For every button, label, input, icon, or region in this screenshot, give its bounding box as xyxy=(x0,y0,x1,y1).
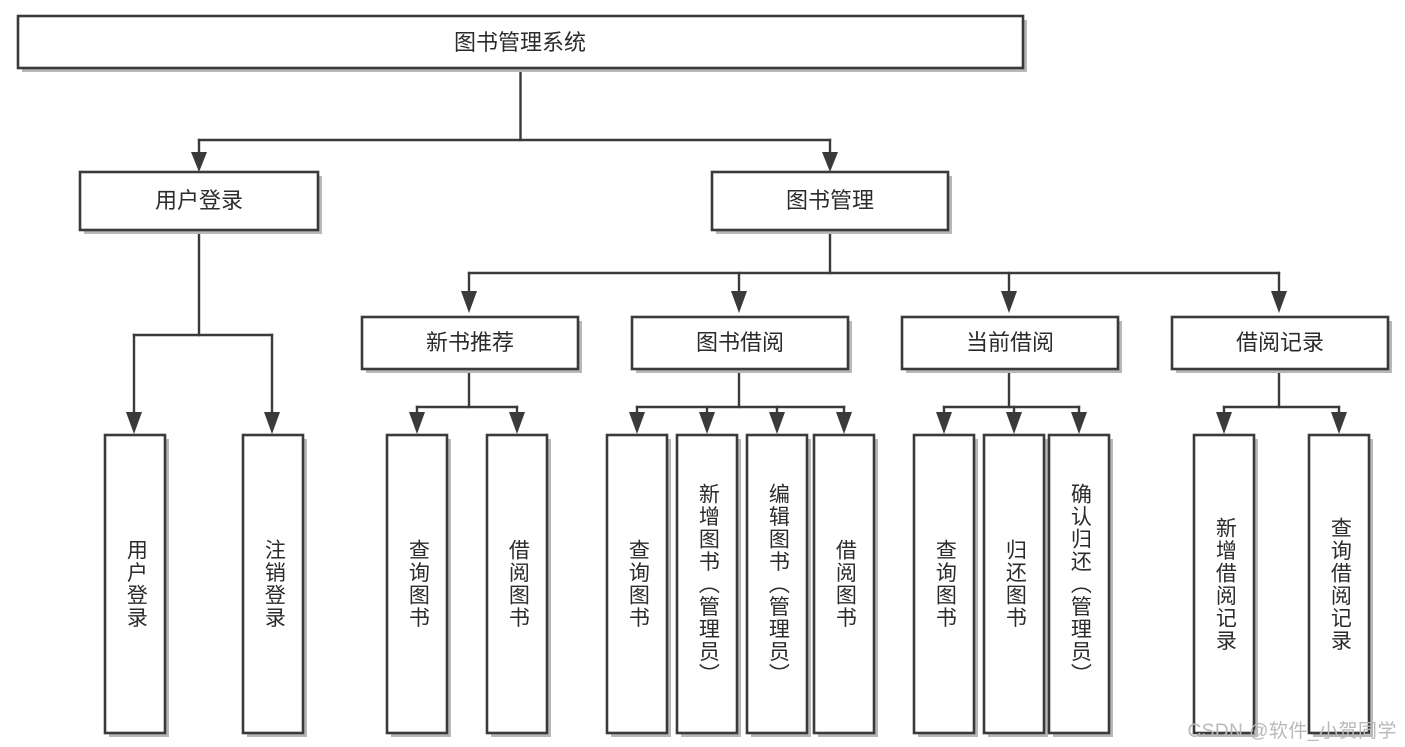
node-user-login-label: 用户登录 xyxy=(155,188,243,213)
connector-group-borrow-record xyxy=(1216,371,1347,434)
connector-group-book-manage xyxy=(461,230,1287,313)
leaf-node[interactable] xyxy=(1047,433,1113,737)
connector-group-current-borrow xyxy=(936,371,1087,434)
node-current-borrow[interactable]: 当前借阅 xyxy=(900,315,1122,373)
leaf-node[interactable] xyxy=(1192,433,1258,737)
leaf-node[interactable] xyxy=(605,433,671,737)
node-book-manage-label: 图书管理 xyxy=(786,188,874,213)
node-book-borrow-label: 图书借阅 xyxy=(696,330,784,355)
node-current-borrow-label: 当前借阅 xyxy=(966,330,1054,355)
node-borrow-record[interactable]: 借阅记录 xyxy=(1170,315,1392,373)
leaf-node[interactable] xyxy=(385,433,451,737)
leaf-node[interactable] xyxy=(675,433,741,737)
node-borrow-record-label: 借阅记录 xyxy=(1236,330,1324,355)
leaf-node[interactable] xyxy=(745,433,811,737)
leaf-node[interactable] xyxy=(1307,433,1373,737)
watermark-text: CSDN @软件_小贺同学 xyxy=(1187,721,1397,742)
leaf-rects xyxy=(103,433,1373,737)
connector-group-user-login xyxy=(126,230,280,434)
node-user-login[interactable]: 用户登录 xyxy=(78,170,322,234)
connector-group-new-book xyxy=(409,371,525,434)
leaf-node[interactable] xyxy=(982,433,1048,737)
node-book-borrow[interactable]: 图书借阅 xyxy=(630,315,852,373)
leaf-node[interactable] xyxy=(912,433,978,737)
leaf-node[interactable] xyxy=(241,433,307,737)
node-root[interactable]: 图书管理系统 xyxy=(16,14,1027,72)
connector-group-root xyxy=(191,68,838,172)
node-new-book-recommend-label: 新书推荐 xyxy=(426,330,514,355)
connector-group-borrow-book xyxy=(629,371,852,434)
leaf-node[interactable] xyxy=(103,433,169,737)
leaf-node[interactable] xyxy=(812,433,878,737)
node-book-manage[interactable]: 图书管理 xyxy=(710,170,952,234)
leaf-node[interactable] xyxy=(485,433,551,737)
node-root-label: 图书管理系统 xyxy=(454,30,586,55)
node-new-book-recommend[interactable]: 新书推荐 xyxy=(360,315,582,373)
